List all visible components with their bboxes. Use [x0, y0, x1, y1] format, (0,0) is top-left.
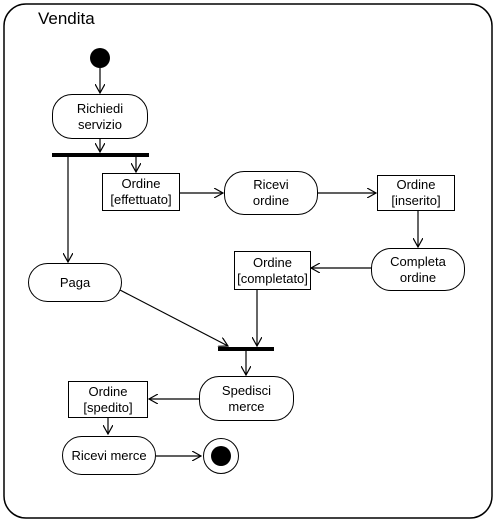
action-ricevi-ordine: Ricevi ordine: [224, 171, 318, 215]
activity-frame: [3, 3, 493, 519]
initial-node: [90, 48, 110, 68]
object-ordine-spedito: Ordine [spedito]: [68, 381, 148, 418]
object-ordine-inserito: Ordine [inserito]: [377, 175, 455, 211]
frame-title: Vendita: [38, 9, 95, 28]
join-bar: [218, 347, 274, 351]
object-ordine-effettuato: Ordine [effettuato]: [102, 173, 180, 211]
fork-bar: [52, 153, 149, 157]
action-ricevi-merce: Ricevi merce: [62, 436, 156, 475]
final-node: [203, 438, 239, 474]
edge-paga-to-join: [119, 289, 228, 346]
object-ordine-completato: Ordine [completato]: [234, 251, 311, 290]
action-completa-ordine: Completa ordine: [371, 248, 465, 291]
action-paga: Paga: [28, 263, 122, 302]
action-richiedi-servizio: Richiedi servizio: [52, 94, 148, 139]
action-spedisci-merce: Spedisci merce: [199, 376, 294, 421]
